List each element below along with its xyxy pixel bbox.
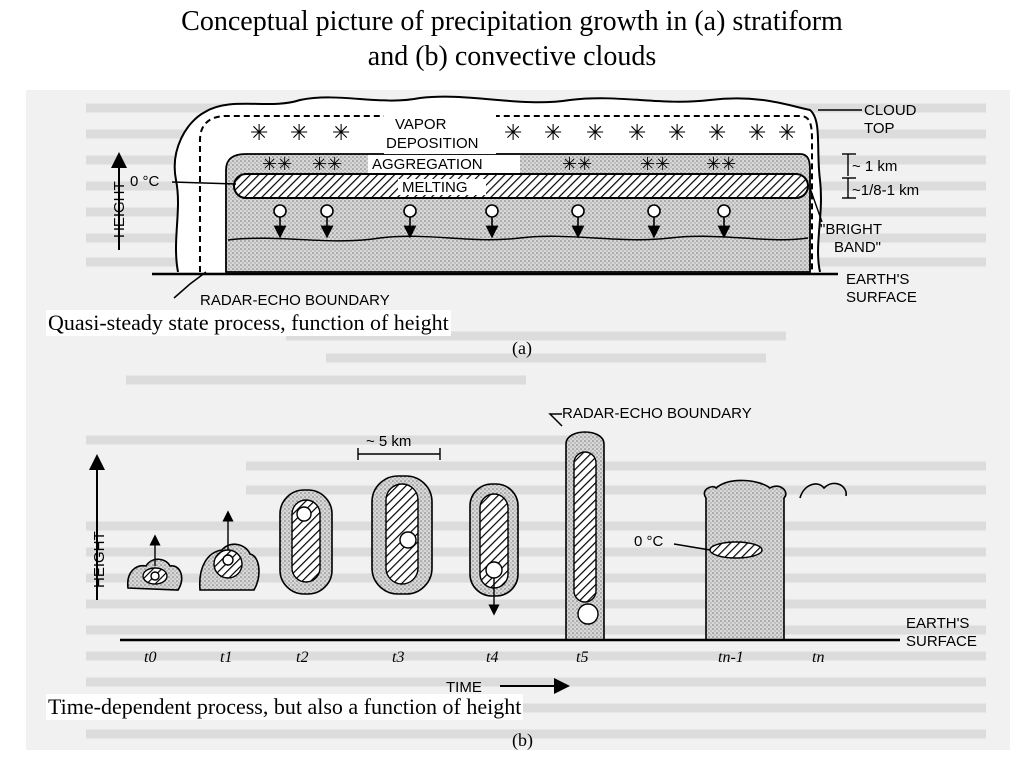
time-label-t0: t0 [144,649,156,666]
earth-label-b-2: SURFACE [906,633,977,650]
cloud-t4 [469,483,519,616]
raindrop-icon [717,204,731,239]
deposition-label: DEPOSITION [386,135,479,152]
panel-b-diagram: RADAR-ECHO BOUNDARY ~ 5 km HEIGHT [89,405,977,751]
radar-echo-label-b: RADAR-ECHO BOUNDARY [562,405,752,422]
zero-c-label-a: 0 °C [130,173,160,190]
snowflake-icon: ✳ [628,121,646,146]
time-label-t3: t3 [392,649,404,666]
cloud-tn [799,482,847,499]
earth-label-a-2: SURFACE [846,289,917,306]
caption-a: Quasi-steady state process, function of … [46,310,451,336]
earth-label-a-1: EARTH'S [846,271,909,288]
snowflake-icon: ✳ [250,121,268,146]
aggregate-icon: ✳✳ [640,154,670,175]
raindrop-icon [571,204,585,239]
height-label-b: HEIGHT [91,531,108,588]
cloud-t3 [371,475,433,595]
snowflake-icon: ✳ [290,121,308,146]
time-label-t2: t2 [296,649,308,666]
aggregate-icon: ✳✳ [312,154,342,175]
time-label-t5: t5 [576,649,588,666]
panel-b-label: (b) [512,730,533,751]
panel-a-diagram: ✳ ✳ ✳ ✳ ✳ ✳ ✳ ✳ ✳ ✳ ✳ ✳✳ ✳✳ ✳✳ ✳✳ ✳✳ [111,95,919,359]
cloud-t2 [279,489,333,595]
aggregation-label-bg [368,155,520,173]
eighth-km-label: ~1/8-1 km [852,182,919,199]
aggregate-icons: ✳✳ ✳✳ ✳✳ ✳✳ ✳✳ [262,154,736,175]
cloud-t0 [126,534,183,591]
raindrop-icon [647,204,661,239]
radar-echo-leader-b [548,413,563,427]
snowflake-icon: ✳ [708,121,726,146]
time-label-t4: t4 [486,649,498,666]
time-label-t1: t1 [220,649,232,666]
caption-b: Time-dependent process, but also a funct… [46,694,524,720]
cloud-top-label-2: TOP [864,120,895,137]
raindrop-icon [403,204,417,239]
vapor-label: VAPOR [395,116,447,133]
slide-title-line-2: and (b) convective clouds [367,41,657,72]
zero-c-leader [171,181,237,185]
earth-label-b-1: EARTH'S [906,615,969,632]
slide-title: Conceptual picture of precipitation grow… [0,4,1024,74]
echo-dashed-boundary [199,115,813,272]
panel-a-label: (a) [512,338,532,359]
slide-title-line-1: Conceptual picture of precipitation grow… [181,6,843,37]
time-label-tn: tn [812,649,824,666]
height-label-a: HEIGHT [111,181,128,238]
aggregate-icon: ✳✳ [706,154,736,175]
time-label: TIME [446,679,482,696]
time-label-tn-1: tn-1 [718,649,744,666]
bright-band-leader [809,187,823,223]
raindrop-icons [273,204,731,239]
bright-band-label-2: BAND" [834,239,881,256]
aggregate-icon: ✳✳ [262,154,292,175]
snowflake-icon: ✳ [748,121,766,146]
snowflake-icon: ✳ [332,121,350,146]
zero-c-label-b: 0 °C [634,533,664,550]
snowflake-icon: ✳ [668,121,686,146]
raindrop-icon [320,204,334,239]
snowflake-icon: ✳ [504,121,522,146]
lower-echo-wave [227,235,809,242]
raindrop-icon [485,204,499,239]
cloud-t1 [198,510,260,591]
snowflake-icon: ✳ [778,121,796,146]
radar-echo-leader-a [173,271,207,299]
melting-label: MELTING [402,179,468,196]
snowflake-icons: ✳ ✳ ✳ ✳ ✳ ✳ ✳ ✳ ✳ ✳ ✳ [250,121,796,146]
cloud-top-label-1: CLOUD [864,102,917,119]
snowflake-icon: ✳ [586,121,604,146]
aggregation-label: AGGREGATION [372,156,483,173]
one-km-label: ~ 1 km [852,158,897,175]
raindrop-icon [273,204,287,239]
radar-echo-label-a: RADAR-ECHO BOUNDARY [200,292,390,309]
cloud-tn-1: 0 °C [634,479,787,641]
deposition-label-bg [384,114,496,154]
five-km-label: ~ 5 km [366,433,411,450]
snowflake-icon: ✳ [544,121,562,146]
melting-band [233,173,809,199]
melting-label-bg [398,179,486,195]
bright-band-label-1: "BRIGHT [820,221,882,238]
cloud-t5 [565,431,605,641]
aggregate-icon: ✳✳ [562,154,592,175]
